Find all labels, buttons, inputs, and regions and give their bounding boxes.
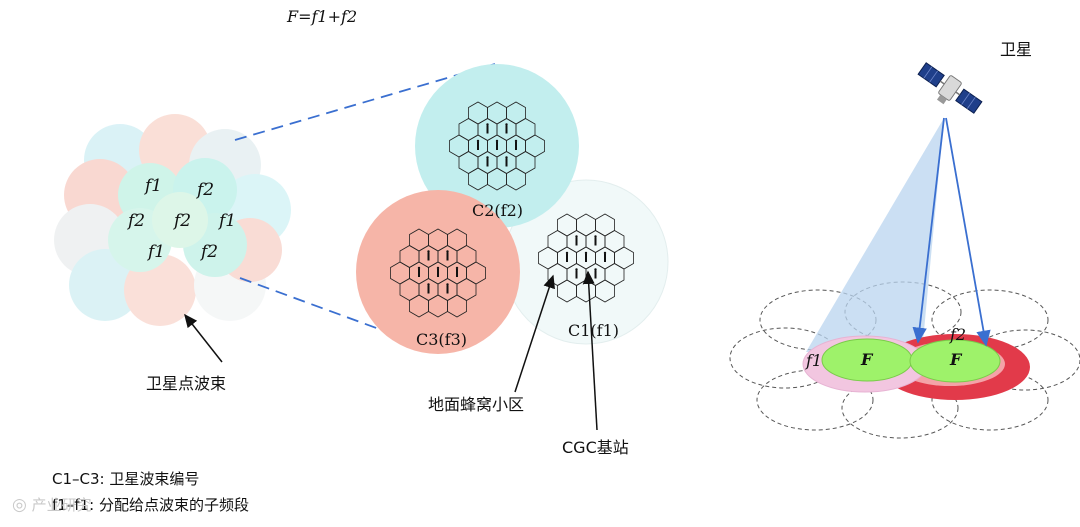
cgc-tower-icon <box>417 266 421 277</box>
cluster-label: f1 <box>148 242 166 262</box>
spot-beam <box>124 254 196 326</box>
watermark-text: 产业研究 <box>31 496 92 514</box>
arrow-ground-cell <box>514 274 555 393</box>
arrow-spot-beam <box>184 313 223 363</box>
cgc-tower-icon <box>575 268 578 279</box>
cgc-tower-icon <box>575 235 578 246</box>
satellite-scene <box>729 62 1080 439</box>
cgc-tower-icon <box>495 139 499 150</box>
cluster-label: f2 <box>201 242 219 262</box>
cgc-tower-icon <box>594 268 597 279</box>
cluster-label: f1 <box>145 176 163 196</box>
beam-f-right <box>909 339 1001 383</box>
beam-cone <box>806 118 944 352</box>
cgc-tower-icon <box>427 250 430 261</box>
beam-label-f-right: F <box>950 350 962 369</box>
cgc-tower-icon <box>427 283 430 294</box>
cgc-tower-icon <box>584 251 588 262</box>
cgc-tower-icon <box>446 283 449 294</box>
cluster-label: f2 <box>197 180 215 200</box>
beam-arrow-right <box>945 117 991 347</box>
cgc-tower-icon <box>565 251 569 262</box>
cgc-tower-icon <box>486 156 489 167</box>
cgc-tower-icon <box>446 250 449 261</box>
legend-line-2: f1–f1: 分配给点波束的子频段 <box>52 496 249 514</box>
cluster-label: f2 <box>174 211 192 231</box>
cgc-tower-icon <box>594 235 597 246</box>
c3-label: C3(f3) <box>416 330 468 349</box>
beam-label-f-left: F <box>861 350 873 369</box>
c2-label: C2(f2) <box>472 201 524 220</box>
c1-label: C1(f1) <box>568 321 620 340</box>
cluster-label: f2 <box>128 211 146 231</box>
cgc-tower-icon <box>476 139 480 150</box>
cgc-tower-icon <box>603 251 607 262</box>
spot-beam-label: 卫星点波束 <box>146 374 227 393</box>
spot-beam <box>152 192 208 248</box>
spot-beam-cluster <box>54 114 291 326</box>
watermark: ◎ 产业研究 <box>12 494 92 515</box>
beam-arrow-left <box>912 117 945 344</box>
zoom-line-top <box>234 63 496 141</box>
beam-label-f1: f1 <box>806 351 823 370</box>
beam-label-f2: f2 <box>950 325 967 344</box>
cgc-tower-icon <box>455 266 459 277</box>
cgc-tower-icon <box>505 156 508 167</box>
cluster-label: f1 <box>219 211 237 231</box>
watermark-logo-icon: ◎ <box>12 495 27 515</box>
formula-label: F=f1+f2 <box>287 7 358 26</box>
satellite-label: 卫星 <box>1000 40 1033 59</box>
cgc-tower-icon <box>514 139 518 150</box>
cgc-tower-icon <box>436 266 440 277</box>
satellite-icon <box>917 62 983 114</box>
arrow-cgc <box>582 270 598 431</box>
legend-line-1: C1–C3: 卫星波束编号 <box>52 470 200 488</box>
cgc-label: CGC基站 <box>562 438 629 457</box>
cgc-tower-icon <box>505 123 508 134</box>
cgc-tower-icon <box>486 123 489 134</box>
ground-cell-label: 地面蜂窝小区 <box>428 395 525 414</box>
